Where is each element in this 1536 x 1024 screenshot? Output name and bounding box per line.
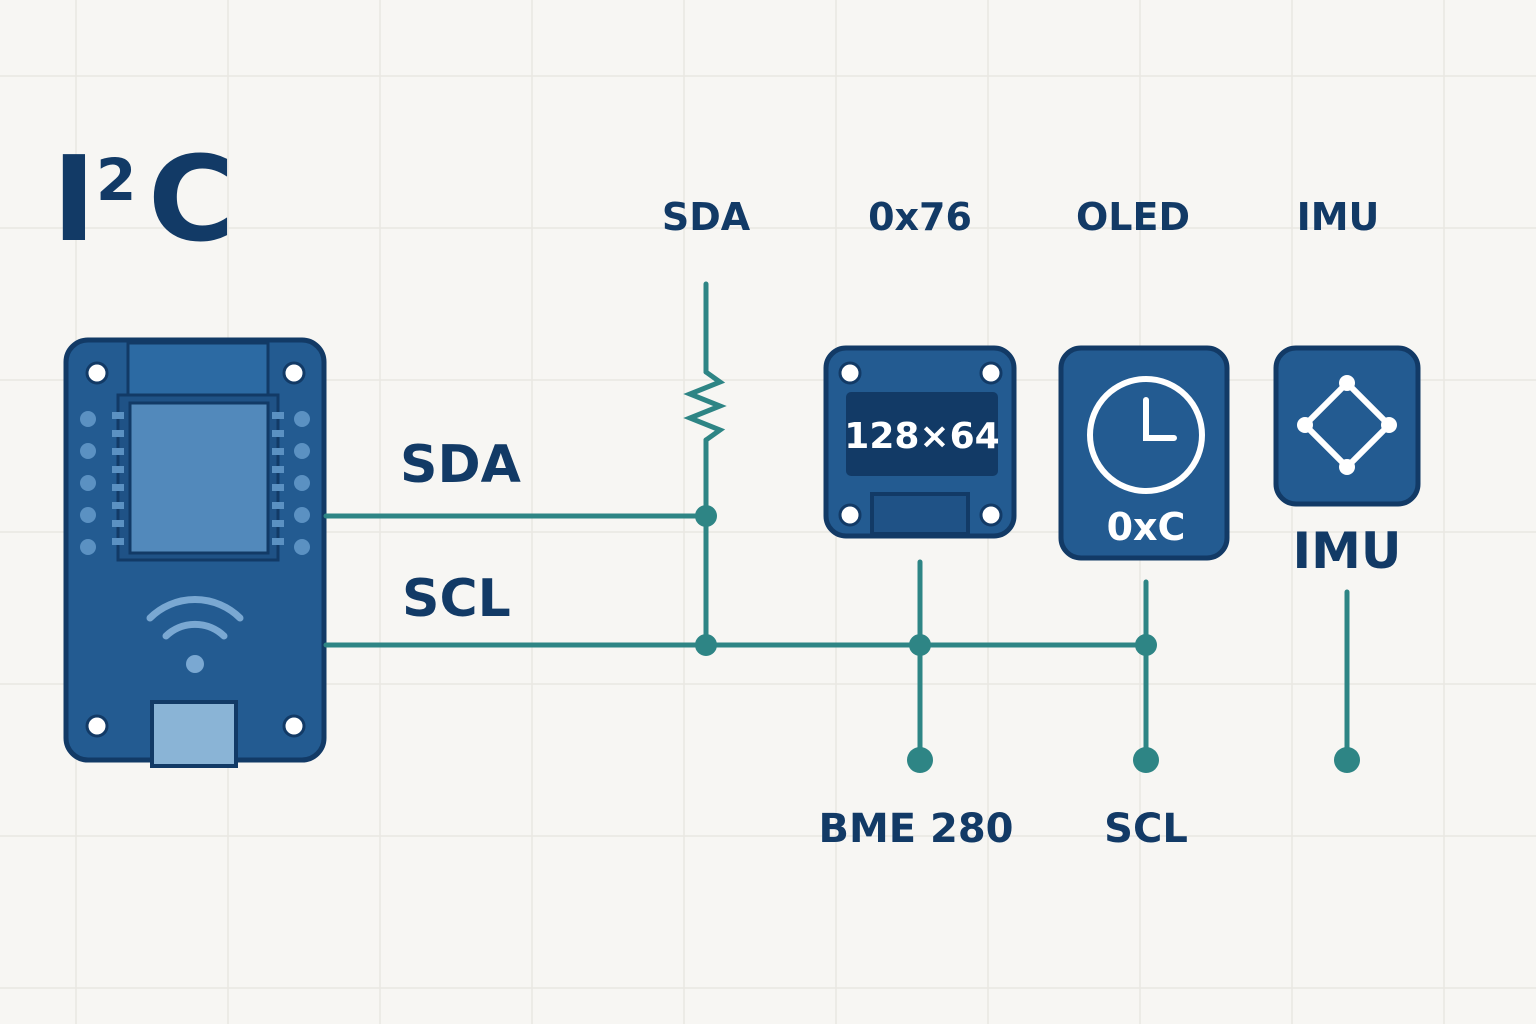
page-title: I 2 C (52, 130, 235, 268)
bus-label-sda: SDA (400, 435, 521, 495)
scl-junction-pullup (695, 634, 717, 656)
oled-screen-text: 128×64 (844, 416, 999, 457)
rtc-clock-icon (1058, 345, 1230, 561)
bottom-label-scl: SCL (1104, 806, 1188, 852)
imu-caption: IMU (1293, 522, 1402, 580)
title-main: I (52, 130, 96, 268)
bottom-label-bme280: BME 280 (818, 806, 1013, 852)
scl-junction-oled (909, 634, 931, 656)
wifi-icon (146, 596, 244, 673)
imu-terminal (1334, 747, 1360, 773)
pull-up-resistor-icon (683, 281, 727, 648)
top-label-imu: IMU (1297, 195, 1380, 239)
title-superscript: 2 (96, 146, 136, 214)
top-label-sda: SDA (662, 195, 751, 239)
top-label-address: 0x76 (868, 195, 972, 239)
oled-terminal (907, 747, 933, 773)
title-tail: C (148, 130, 235, 268)
esp-board-icon (63, 337, 327, 768)
clock-address-text: 0xC (1107, 505, 1186, 549)
sda-junction (695, 505, 717, 527)
imu-chip-icon (1273, 345, 1421, 507)
top-label-oled: OLED (1076, 195, 1190, 239)
clock-terminal (1133, 747, 1159, 773)
scl-junction-clock (1135, 634, 1157, 656)
oled-module-icon (823, 345, 1017, 539)
bus-label-scl: SCL (402, 569, 511, 629)
